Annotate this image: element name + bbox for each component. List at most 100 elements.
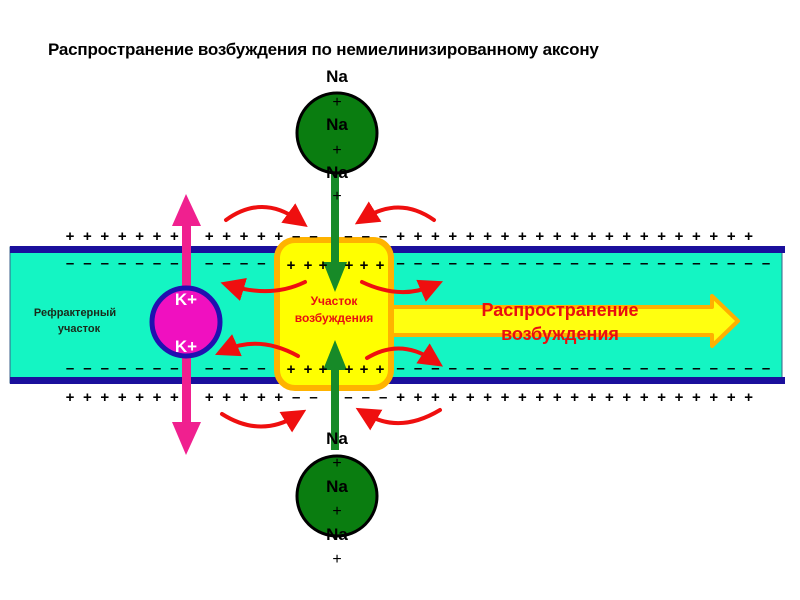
excitation-zone-charges-top: ++++++ xyxy=(287,257,385,274)
charge-plus: + xyxy=(257,228,266,245)
charge-plus: + xyxy=(274,389,283,406)
charge-plus: + xyxy=(588,228,597,245)
charge-plus: + xyxy=(483,228,492,245)
charge-minus: – xyxy=(292,389,300,406)
charge-plus: + xyxy=(376,257,385,274)
charge-minus: – xyxy=(744,360,752,377)
charge-plus: + xyxy=(240,389,249,406)
charge-minus: – xyxy=(762,360,770,377)
charge-plus: + xyxy=(483,389,492,406)
charge-minus: – xyxy=(762,255,770,272)
charge-plus: + xyxy=(222,389,231,406)
charge-minus: – xyxy=(222,255,230,272)
charge-minus: – xyxy=(396,255,404,272)
refractory-label-line1: Рефрактерный xyxy=(34,307,116,319)
diagram-title: Распространение возбуждения по немиелини… xyxy=(48,40,599,59)
charge-plus: + xyxy=(240,228,249,245)
charge-minus: – xyxy=(205,255,213,272)
charge-plus: + xyxy=(153,389,162,406)
charge-minus: – xyxy=(483,360,491,377)
charge-plus: + xyxy=(431,389,440,406)
charge-minus: – xyxy=(240,360,248,377)
charge-plus: + xyxy=(448,389,457,406)
propagation-label-line1: Распространение xyxy=(481,300,638,320)
charge-plus: + xyxy=(66,228,75,245)
charge-minus: – xyxy=(727,360,735,377)
charge-plus: + xyxy=(66,389,75,406)
sodium-top-plus-2: + xyxy=(332,142,341,159)
charge-plus: + xyxy=(570,389,579,406)
current-arrow-outer-bottom-right xyxy=(355,407,442,431)
charge-plus: + xyxy=(135,228,144,245)
charge-minus: – xyxy=(309,389,317,406)
charge-minus: – xyxy=(153,360,161,377)
refractory-label-line2: участок xyxy=(58,323,101,335)
current-arrow-inner-bottom-left xyxy=(215,334,300,358)
charge-plus: + xyxy=(287,257,296,274)
charge-plus: + xyxy=(345,257,354,274)
charge-minus: – xyxy=(414,360,422,377)
charge-minus: – xyxy=(710,360,718,377)
inner-charges-top: ––––––––––––––––––––––––––––––––– xyxy=(66,255,770,272)
sodium-bottom-label-1: Na xyxy=(326,429,348,448)
charge-minus: – xyxy=(623,255,631,272)
charge-plus: + xyxy=(153,228,162,245)
charge-minus: – xyxy=(257,360,265,377)
sodium-channel-bottom xyxy=(295,454,379,538)
charge-plus: + xyxy=(692,228,701,245)
current-arrow-inner-top-right xyxy=(360,279,443,302)
charge-plus: + xyxy=(118,389,127,406)
charge-plus: + xyxy=(170,389,179,406)
excitation-zone-label-line1: Участок xyxy=(311,294,359,308)
charge-plus: + xyxy=(657,228,666,245)
charge-minus: – xyxy=(640,360,648,377)
charge-plus: + xyxy=(414,389,423,406)
charge-plus: + xyxy=(319,257,328,274)
charge-plus: + xyxy=(518,389,527,406)
charge-plus: + xyxy=(360,257,369,274)
charge-minus: – xyxy=(66,360,74,377)
membrane-top xyxy=(10,246,785,253)
charge-minus: – xyxy=(240,255,248,272)
charge-plus: + xyxy=(657,389,666,406)
charge-minus: – xyxy=(344,228,352,245)
charge-plus: + xyxy=(304,361,313,378)
charge-minus: – xyxy=(501,255,509,272)
sodium-top-plus-1: + xyxy=(332,94,341,111)
charge-plus: + xyxy=(466,389,475,406)
charge-minus: – xyxy=(501,360,509,377)
charge-minus: – xyxy=(118,360,126,377)
current-arrow-inner-bottom-right xyxy=(365,343,443,367)
charge-plus: + xyxy=(431,228,440,245)
sodium-influx-arrow-bottom xyxy=(323,340,347,450)
charge-plus: + xyxy=(170,228,179,245)
charge-minus: – xyxy=(344,389,352,406)
charge-minus: – xyxy=(118,255,126,272)
charge-plus: + xyxy=(287,361,296,378)
charge-plus: + xyxy=(675,228,684,245)
excitation-zone-charges-bottom: ++++++ xyxy=(287,361,385,378)
charge-minus: – xyxy=(605,255,613,272)
charge-plus: + xyxy=(640,228,649,245)
charge-minus: – xyxy=(66,255,74,272)
charge-plus: + xyxy=(727,389,736,406)
charge-plus: + xyxy=(100,228,109,245)
charge-minus: – xyxy=(657,255,665,272)
excitation-zone-label-line2: возбуждения xyxy=(295,311,374,325)
charge-plus: + xyxy=(414,228,423,245)
charge-plus: + xyxy=(605,228,614,245)
charge-minus: – xyxy=(466,360,474,377)
charge-minus: – xyxy=(101,255,109,272)
charge-plus: + xyxy=(100,389,109,406)
charge-plus: + xyxy=(83,228,92,245)
charge-minus: – xyxy=(553,255,561,272)
charge-plus: + xyxy=(205,228,214,245)
charge-plus: + xyxy=(692,389,701,406)
charge-plus: + xyxy=(570,228,579,245)
charge-plus: + xyxy=(518,228,527,245)
charge-minus: – xyxy=(518,360,526,377)
charge-minus: – xyxy=(657,360,665,377)
charge-plus: + xyxy=(744,228,753,245)
charge-minus: – xyxy=(536,255,544,272)
charge-plus: + xyxy=(396,228,405,245)
